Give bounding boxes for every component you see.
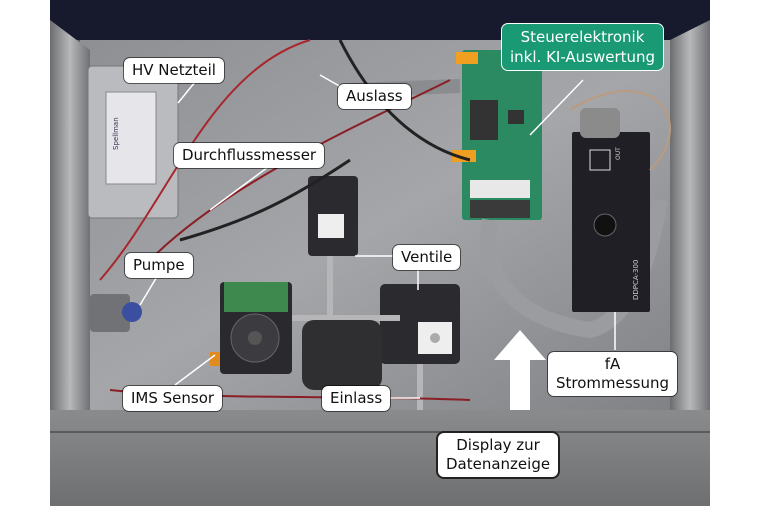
red-wire (99, 39, 311, 281)
foam-pad (302, 320, 382, 390)
right-wall (670, 20, 710, 420)
label-steuerelektronik-line1: Steuerelektronik (520, 28, 645, 46)
amplifier-model-text: DDPCA-300 (632, 260, 640, 300)
label-fa-strommessung: fA Strommessung (548, 352, 678, 396)
control-pcb (462, 50, 542, 220)
label-steuerelektronik-line2: inkl. KI-Auswertung (510, 48, 656, 66)
label-fa-line1: fA (604, 355, 621, 373)
left-wall (50, 20, 90, 420)
label-auslass: Auslass (338, 84, 411, 109)
label-ventile: Ventile (393, 245, 461, 270)
label-steuerelektronik: Steuerelektronik inkl. KI-Auswertung (502, 24, 664, 70)
label-pumpe: Pumpe (125, 253, 193, 278)
label-display-line2: Datenanzeige (446, 455, 551, 473)
device-scene: Spellman DDPCA-300 OUT (50, 0, 710, 506)
label-ims-sensor: IMS Sensor (123, 386, 223, 411)
label-display-line1: Display zur (456, 436, 540, 454)
display-arrow (494, 330, 546, 410)
amplifier-out-text: OUT (615, 147, 622, 160)
device-photo: Spellman DDPCA-300 OUT (50, 0, 710, 506)
power-supply-brand-text: Spellman (112, 117, 120, 150)
label-fa-line2: Strommessung (556, 374, 670, 392)
label-display: Display zur Datenanzeige (438, 433, 559, 477)
coax-cable (569, 90, 671, 171)
label-einlass: Einlass (322, 386, 391, 411)
front-panel (50, 410, 710, 506)
pump (90, 294, 130, 332)
label-hv-netzteil: HV Netzteil (124, 58, 224, 83)
label-durchflussmesser: Durchflussmesser (174, 143, 325, 168)
